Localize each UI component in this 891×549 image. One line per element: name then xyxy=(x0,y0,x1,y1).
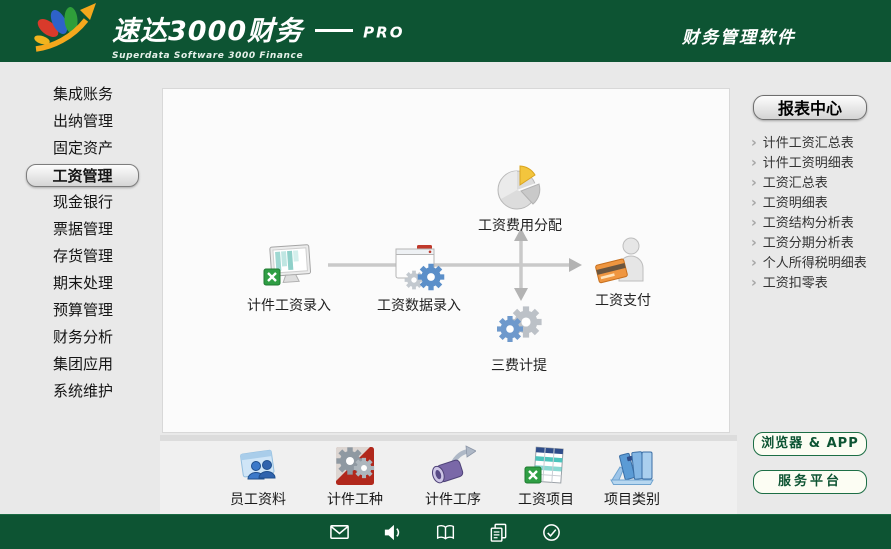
sidebar-item-budget-management[interactable]: 预算管理 xyxy=(53,301,114,319)
report-item-label: 工资分期分析表 xyxy=(762,236,854,251)
flow-label-wage-expense-allocation: 工资费用分配 xyxy=(478,218,562,234)
flow-node-piece-wage-entry[interactable]: 计件工资录入 xyxy=(229,237,349,315)
browser-app-button[interactable]: 浏览器 & APP xyxy=(753,432,867,456)
chevron-right-icon xyxy=(751,275,757,291)
product-subtitle: Superdata Software 3000 Finance xyxy=(112,51,304,61)
flow-node-three-fee-accrual[interactable]: 三费计提 xyxy=(459,297,579,375)
flow-arrows xyxy=(328,228,582,301)
flow-node-wage-expense-allocation[interactable]: 工资费用分配 xyxy=(460,157,580,235)
documents-icon[interactable] xyxy=(488,522,509,543)
logo: 速达3000财务 PRO Superdata Software 3000 Fina… xyxy=(30,2,404,61)
logo-icon xyxy=(34,3,96,52)
report-center-button[interactable]: 报表中心 xyxy=(753,95,867,120)
toolbar-label-piece-work-type: 计件工种 xyxy=(327,492,383,508)
book-icon[interactable] xyxy=(435,522,456,543)
logo-text: 速达3000财务 PRO Superdata Software 3000 Fina… xyxy=(112,2,404,61)
report-item-wage-detail[interactable]: 工资明细表 xyxy=(751,193,867,213)
toolbar-label-piece-work-procedure: 计件工序 xyxy=(425,492,481,508)
cylinder-arrow-icon xyxy=(407,443,499,489)
red-gears-icon xyxy=(309,443,401,489)
report-item-wage-period-analysis[interactable]: 工资分期分析表 xyxy=(751,233,867,253)
product-name: 速达3000财务 xyxy=(112,16,304,47)
report-item-piece-wage-summary[interactable]: 计件工资汇总表 xyxy=(751,133,867,153)
flow-node-wage-payment[interactable]: 工资支付 xyxy=(563,232,683,310)
person-card-icon xyxy=(563,232,683,290)
report-item-wage-structure-analysis[interactable]: 工资结构分析表 xyxy=(751,213,867,233)
report-item-label: 计件工资汇总表 xyxy=(762,136,854,151)
sidebar-item-payroll-management[interactable]: 工资管理 xyxy=(26,164,139,187)
toolbar-label-employee-data: 员工资料 xyxy=(230,492,286,508)
sidebar-item-cashier-management[interactable]: 出纳管理 xyxy=(53,112,114,130)
product-title: 速达3000财务 PRO xyxy=(112,9,404,48)
toolbar-item-employee-data[interactable]: 员工资料 xyxy=(212,443,304,509)
service-platform-button[interactable]: 服务平台 xyxy=(753,470,867,494)
report-item-piece-wage-detail[interactable]: 计件工资明细表 xyxy=(751,153,867,173)
spreadsheet-icon xyxy=(500,443,592,489)
header: 速达3000财务 PRO Superdata Software 3000 Fina… xyxy=(0,0,891,62)
pie-chart-icon xyxy=(460,157,580,215)
report-item-label: 工资结构分析表 xyxy=(762,216,854,231)
books-stand-icon xyxy=(586,443,678,489)
toolbar-item-piece-work-procedure[interactable]: 计件工序 xyxy=(407,443,499,509)
dash-divider xyxy=(315,28,354,32)
sidebar-item-fixed-assets[interactable]: 固定资产 xyxy=(53,139,114,157)
sidebar-item-cash-bank[interactable]: 现金银行 xyxy=(53,193,114,211)
chevron-right-icon xyxy=(751,235,757,251)
report-item-label: 工资扣零表 xyxy=(762,276,828,291)
flow-label-three-fee-accrual: 三费计提 xyxy=(491,358,547,374)
chevron-right-icon xyxy=(751,255,757,271)
toolbar-item-project-category[interactable]: 项目类别 xyxy=(586,443,678,509)
report-list: 计件工资汇总表 计件工资明细表 工资汇总表 工资明细表 工资结构分析表 工资分期… xyxy=(751,133,867,293)
toolbar-label-wage-items: 工资项目 xyxy=(518,492,574,508)
toolbar-item-wage-items[interactable]: 工资项目 xyxy=(500,443,592,509)
folder-people-icon xyxy=(212,443,304,489)
flow-label-wage-data-entry: 工资数据录入 xyxy=(377,298,461,314)
canvas-divider xyxy=(160,435,737,441)
report-center-panel: 报表中心 计件工资汇总表 计件工资明细表 工资汇总表 工资明细表 工资结构分析表… xyxy=(745,62,891,514)
report-item-personal-income-tax-detail[interactable]: 个人所得税明细表 xyxy=(751,253,867,273)
chevron-right-icon xyxy=(751,155,757,171)
sidebar-item-inventory-management[interactable]: 存货管理 xyxy=(53,247,114,265)
report-item-wage-summary[interactable]: 工资汇总表 xyxy=(751,173,867,193)
header-tagline: 财务管理软件 xyxy=(682,28,796,48)
chevron-right-icon xyxy=(751,195,757,211)
bottom-toolbar: 员工资料 计件工种 xyxy=(160,441,737,514)
window-gears-icon xyxy=(359,237,479,295)
toolbar-label-project-category: 项目类别 xyxy=(604,492,660,508)
edition-label: PRO xyxy=(363,23,405,42)
gears-icon xyxy=(459,297,579,355)
status-bar xyxy=(0,514,891,549)
sidebar-item-financial-analysis[interactable]: 财务分析 xyxy=(53,328,114,346)
flowchart-canvas: 计件工资录入 工资数据录入 xyxy=(162,88,730,433)
flow-label-wage-payment: 工资支付 xyxy=(595,293,651,309)
report-item-label: 工资明细表 xyxy=(762,196,828,211)
sidebar-item-period-end-processing[interactable]: 期末处理 xyxy=(53,274,114,292)
flow-label-piece-wage-entry: 计件工资录入 xyxy=(247,298,331,314)
monitor-spreadsheet-icon xyxy=(229,237,349,295)
speaker-icon[interactable] xyxy=(382,522,403,543)
toolbar-item-piece-work-type[interactable]: 计件工种 xyxy=(309,443,401,509)
chevron-right-icon xyxy=(751,215,757,231)
sidebar-nav: 集成账务 出纳管理 固定资产 工资管理 现金银行 票据管理 存货管理 期末处理 … xyxy=(0,62,160,405)
report-item-label: 计件工资明细表 xyxy=(762,156,854,171)
chevron-right-icon xyxy=(751,175,757,191)
report-item-wage-rounding[interactable]: 工资扣零表 xyxy=(751,273,867,293)
clock-check-icon[interactable] xyxy=(541,522,562,543)
sidebar-item-group-application[interactable]: 集团应用 xyxy=(53,355,114,373)
sidebar-item-system-maintenance[interactable]: 系统维护 xyxy=(53,382,114,400)
mail-icon[interactable] xyxy=(329,522,350,543)
report-item-label: 工资汇总表 xyxy=(762,176,828,191)
chevron-right-icon xyxy=(751,135,757,151)
flow-node-wage-data-entry[interactable]: 工资数据录入 xyxy=(359,237,479,315)
sidebar-item-integrated-accounting[interactable]: 集成账务 xyxy=(53,85,114,103)
report-item-label: 个人所得税明细表 xyxy=(762,256,867,271)
sidebar-item-notes-management[interactable]: 票据管理 xyxy=(53,220,114,238)
